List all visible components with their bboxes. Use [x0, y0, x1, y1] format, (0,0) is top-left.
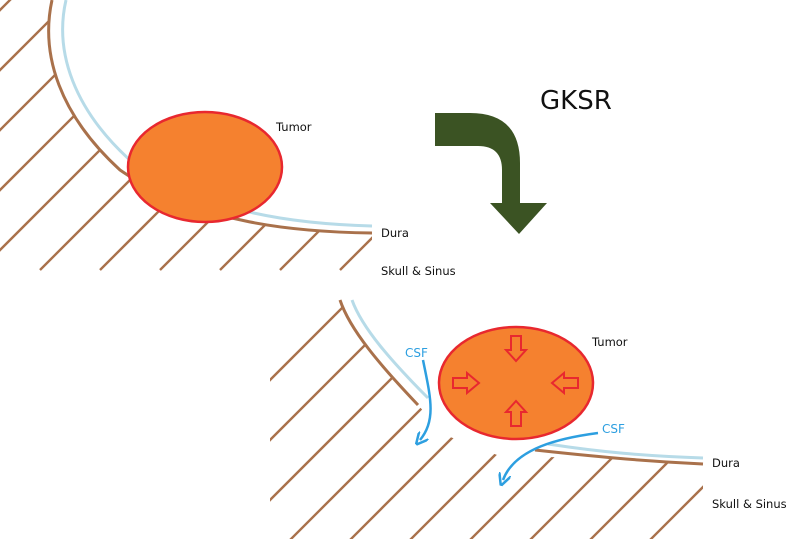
after-tumor: [437, 325, 595, 441]
after-dura-label: Dura: [712, 456, 740, 470]
csf-flow-arrow-icon: [503, 431, 599, 480]
after-bone-edge-left: [338, 299, 420, 407]
before-tumor-label: Tumor: [275, 120, 312, 134]
after-dura-right: [547, 442, 704, 460]
after-bone-edge-right: [534, 448, 704, 466]
after-bone-label: Skull & Sinus: [712, 497, 787, 511]
before-bone-edge: [47, 0, 373, 235]
gksr-transition: GKSR: [435, 86, 612, 234]
csf-label-right: CSF: [602, 422, 625, 436]
before-tumor: [126, 110, 284, 224]
curved-down-arrow-icon: [435, 113, 547, 234]
csf-label-left: CSF: [405, 346, 428, 360]
before-bone-label: Skull & Sinus: [381, 264, 456, 278]
after-panel: CSF CSF Tumor Dura Skull & Sinus: [270, 299, 787, 539]
csf-flow-arrow-icon: [420, 359, 432, 440]
before-dura-label: Dura: [381, 226, 409, 240]
inward-arrows-icon: [452, 335, 579, 427]
after-dura-left: [350, 299, 430, 400]
after-tumor-label: Tumor: [591, 335, 628, 349]
gksr-title: GKSR: [540, 86, 612, 116]
before-panel: Tumor Dura Skull & Sinus: [0, 0, 456, 278]
